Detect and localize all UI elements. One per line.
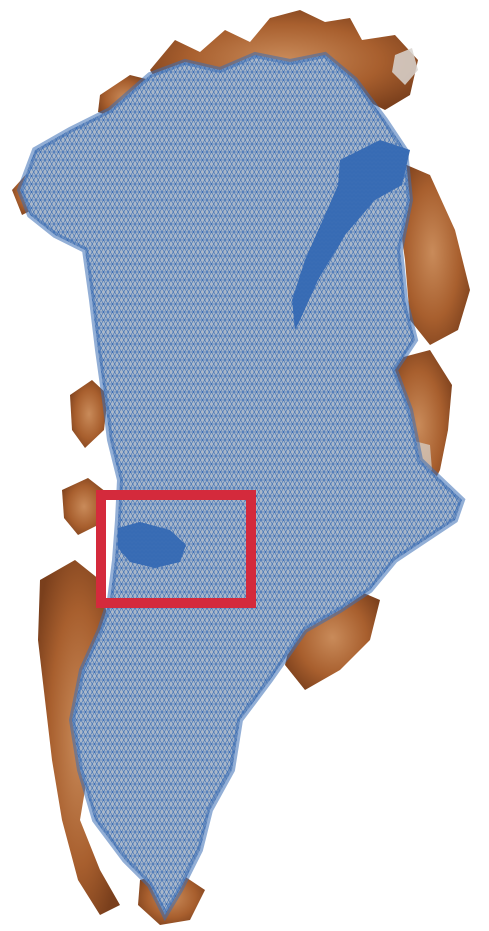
ice-mesh-overlay [20, 55, 462, 915]
rock-east-upper [395, 160, 470, 345]
ice-sheet-layer [16, 51, 466, 922]
rock-northeast-cap [392, 48, 418, 85]
jakobshavn-glacier-mesh [118, 522, 186, 568]
northeast-ice-stream-mesh [292, 140, 410, 330]
highlight-box [96, 490, 256, 608]
rock-west-mid [70, 380, 108, 448]
ice-margin-dense-mesh [16, 51, 466, 922]
rock-west-disko [62, 478, 106, 535]
